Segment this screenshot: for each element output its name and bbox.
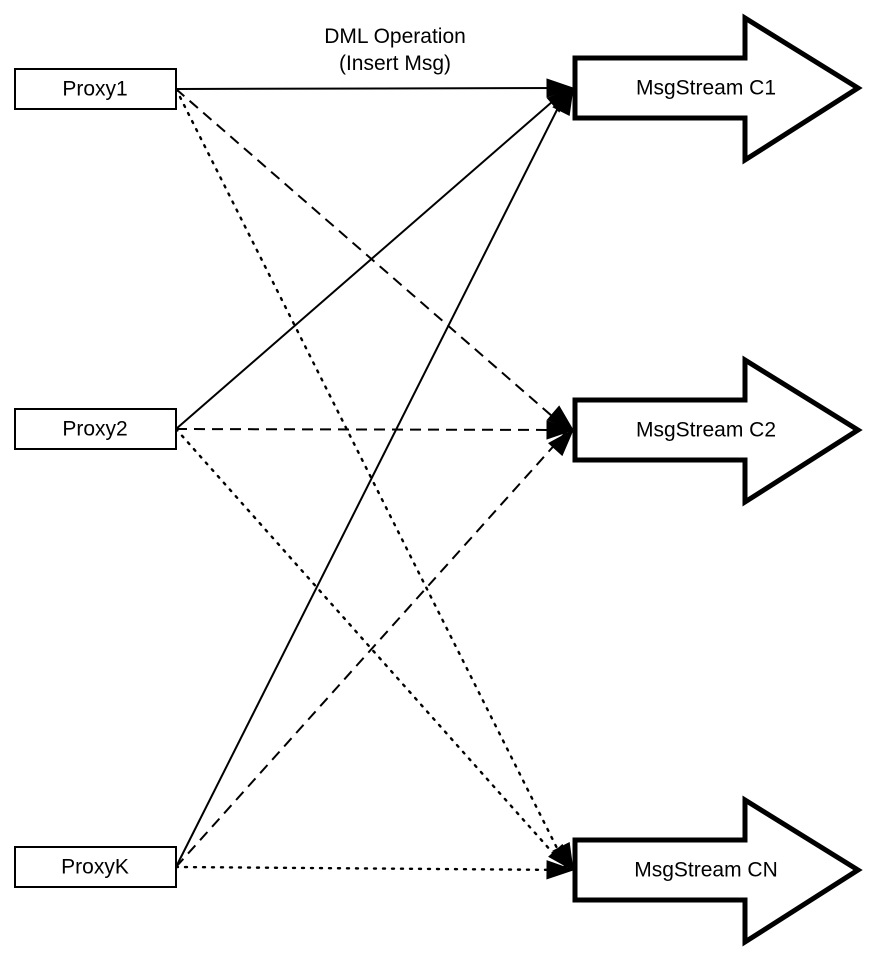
proxy-box-rect-proxyk[interactable]	[14, 846, 177, 888]
proxy-label-proxyk: ProxyK	[61, 856, 129, 879]
annotation-line1-dml-operation: DML Operation	[324, 25, 466, 48]
arrowhead-proxyk-to-msgstream-c1	[552, 86, 574, 117]
annotations-layer: DML Operation (Insert Msg)	[324, 25, 466, 75]
msgstream-arrow-shape-msgstream-c2[interactable]	[572, 355, 863, 507]
proxy-box-rect-proxy2[interactable]	[14, 408, 177, 450]
arrowheads-layer	[546, 78, 575, 880]
annotation-dml-operation: DML Operation (Insert Msg)	[324, 25, 466, 75]
msgstream-node-msgstream-c2[interactable]: MsgStream C2	[572, 355, 863, 507]
msgstream-label-msgstream-cn: MsgStream CN	[634, 859, 778, 882]
annotation-line2-dml-operation: (Insert Msg)	[339, 52, 451, 75]
edge-proxyk-to-msgstream-cn	[174, 865, 570, 872]
arrowhead-proxy1-to-msgstream-c1	[546, 78, 575, 98]
edge-proxy1-to-msgstream-cn	[174, 87, 570, 872]
proxy-box-rect-proxy1[interactable]	[14, 68, 177, 110]
msgstream-arrow-shape-msgstream-cn[interactable]	[572, 795, 863, 947]
edge-proxy1-to-msgstream-c1	[175, 87, 569, 90]
edge-proxy2-to-msgstream-c2	[175, 428, 569, 431]
msgstream-label-msgstream-c1: MsgStream C1	[636, 77, 776, 100]
edge-proxy2-to-msgstream-c1	[175, 87, 569, 430]
edges-layer	[174, 87, 570, 872]
arrowhead-proxy2-to-msgstream-cn	[548, 843, 575, 872]
edge-proxy2-to-msgstream-cn	[174, 427, 570, 872]
proxy-node-proxy2[interactable]: Proxy2	[14, 408, 177, 450]
arrowhead-proxy2-to-msgstream-c2	[546, 420, 575, 440]
edge-proxyk-to-msgstream-c2	[175, 429, 569, 868]
edge-proxyk-to-msgstream-c1	[175, 87, 569, 868]
msgstream-label-msgstream-c2: MsgStream C2	[636, 419, 776, 442]
arrowhead-proxyk-to-msgstream-c2	[547, 428, 575, 457]
proxy-label-proxy2: Proxy2	[62, 418, 127, 441]
msgstream-arrow-shape-msgstream-c1[interactable]	[572, 13, 863, 165]
arrowhead-proxyk-to-msgstream-cn	[546, 860, 575, 880]
msgstream-node-msgstream-cn[interactable]: MsgStream CN	[572, 795, 863, 947]
proxy-label-proxy1: Proxy1	[62, 78, 127, 101]
msgstream-nodes-layer: MsgStream C1 MsgStream C2 MsgStream CN	[572, 13, 863, 947]
msgstream-node-msgstream-c1[interactable]: MsgStream C1	[572, 13, 863, 165]
proxy-node-proxy1[interactable]: Proxy1	[14, 68, 177, 110]
arrowhead-proxy1-to-msgstream-c2	[546, 405, 575, 431]
proxy-node-proxyk[interactable]: ProxyK	[14, 846, 177, 888]
